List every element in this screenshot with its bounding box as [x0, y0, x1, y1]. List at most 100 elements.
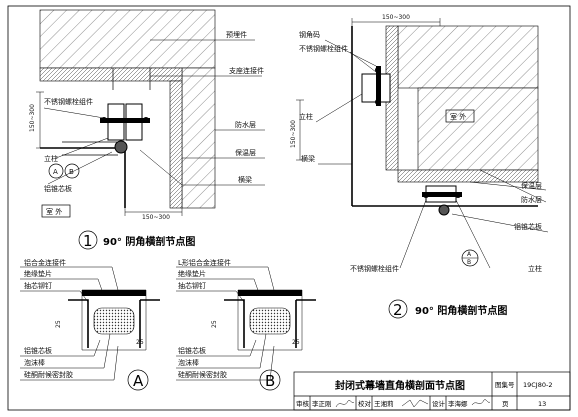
d1-insulation-top	[39, 67, 183, 82]
db-letter: B	[265, 372, 275, 390]
d2-bolt-bottom-2	[455, 192, 461, 198]
d1-bracket	[100, 118, 150, 123]
d2-leader-3	[315, 93, 363, 123]
d2-bracket-top	[376, 66, 381, 106]
d2-callout-a-text: A	[467, 251, 472, 258]
d1-label-embedded-part: 预埋件	[226, 30, 247, 39]
d2-label-insulation: 保温层	[521, 181, 542, 190]
d2-leader-7	[451, 213, 549, 233]
da-leader-3	[20, 290, 89, 303]
db-foam	[249, 307, 291, 335]
tb-design-signature	[471, 399, 491, 406]
d1-joint-detail	[114, 140, 128, 154]
d2-number-circle	[388, 299, 408, 319]
d2-outdoor-box	[445, 109, 475, 123]
d1-dim-vertical: 150~300	[29, 104, 36, 132]
da-label-pad: 绝缘垫片	[24, 269, 52, 278]
d2-label-waterproof: 防水层	[521, 195, 542, 204]
db-leader-4	[176, 339, 257, 357]
d1-label-column: 立柱	[44, 154, 58, 163]
detail-b: L形铝合金连接件 绝缘垫片 抽芯铆钉 25 铝锥芯板 泡沫棒 硅酮耐候密封胶 2…	[176, 258, 316, 391]
d2-leader-1	[324, 39, 377, 67]
d1-wall-top	[39, 9, 216, 69]
tb-check-label: 校对	[358, 399, 372, 408]
da-leader-6	[20, 345, 119, 381]
d1-number-circle	[78, 230, 98, 250]
d1-insulation-right	[169, 80, 183, 209]
d2-label-column-2: 立柱	[528, 264, 542, 273]
d2-dim-vertical: 150~300	[290, 120, 297, 148]
db-leader-2	[176, 278, 261, 297]
d2-label-stainless-bolt-2: 不锈钢螺栓组件	[350, 264, 399, 273]
d1-dim-horizontal: 150~300	[142, 214, 170, 221]
d2-label-steel-angle: 钢角码	[299, 30, 320, 39]
d1-number: 1	[83, 232, 93, 250]
d2-leader-8	[399, 199, 427, 269]
d2-label-outdoor: 室 外	[450, 112, 466, 121]
tb-drawing-title: 封闭式幕墙直角横剖面节点图	[335, 379, 465, 392]
da-panel-left	[68, 299, 89, 348]
da-label-rivet: 抽芯铆钉	[24, 281, 52, 290]
da-panel-right	[139, 299, 160, 348]
db-label-connector: L形铝合金连接件	[178, 258, 231, 267]
db-dim-25b: 25	[292, 339, 300, 346]
d1-label-waterproof: 防水层	[235, 120, 256, 129]
da-dim-25: 25	[55, 320, 62, 328]
d1-callout-a-text: A	[53, 168, 58, 176]
da-dim-25b: 25	[136, 339, 144, 346]
d1-leader-7	[139, 149, 265, 186]
tb-design-name: 李海娜	[448, 399, 468, 408]
d1-label-outdoor: 室 外	[46, 207, 62, 216]
d1-bolt-1	[101, 117, 107, 123]
da-leader-1	[20, 266, 119, 291]
d1-dim-horizontal-line	[124, 208, 183, 216]
sheet-border	[7, 5, 571, 411]
d2-bolt-top-2	[375, 99, 381, 105]
d2-bracket-bottom	[422, 192, 462, 197]
d2-dim-top: 150~300	[382, 14, 410, 21]
da-letter: A	[133, 372, 144, 390]
title-block-frame	[293, 371, 571, 411]
da-leader-2	[20, 278, 105, 297]
d2-label-column: 立柱	[299, 112, 313, 121]
d2-label-aluminum: 铝锥芯板	[514, 222, 542, 231]
da-foam	[93, 307, 135, 335]
tb-review-signature	[335, 400, 355, 408]
da-leader-5	[20, 333, 111, 369]
d1-leader-3	[43, 107, 105, 119]
d1-label-aluminum: 铝锥芯板	[44, 184, 72, 193]
d2-leader-5	[469, 181, 547, 191]
da-letter-circle	[127, 369, 149, 391]
d1-leader-8	[47, 151, 113, 185]
db-letter-circle	[259, 369, 281, 391]
d1-label-support-connector: 支座连接件	[229, 66, 264, 75]
tb-page-label: 页	[502, 400, 509, 408]
d1-leader-4	[55, 137, 109, 159]
d2-number: 2	[393, 301, 403, 319]
d2-bolt-top-1	[375, 67, 381, 73]
db-label-foam: 泡沫棒	[178, 358, 199, 367]
db-panel-right	[295, 299, 316, 348]
d2-title: 90° 阳角横剖节点图	[415, 304, 507, 317]
d1-callout-b	[64, 163, 80, 179]
db-connector	[238, 290, 302, 296]
db-dim-25: 25	[211, 320, 218, 328]
d2-dim-vertical-line	[296, 99, 304, 161]
d2-wall-right	[417, 87, 539, 171]
d1-wall-right	[181, 67, 216, 209]
tb-atlas-no: 19CJ80-2	[523, 381, 552, 389]
db-label-rivet: 抽芯铆钉	[178, 281, 206, 290]
db-leader-5	[176, 333, 267, 369]
db-label-pad: 绝缘垫片	[178, 269, 206, 278]
d1-label-insulation: 保温层	[235, 148, 256, 157]
db-leader-1	[176, 266, 275, 291]
d1-beam	[62, 141, 118, 156]
da-leader-4	[20, 339, 101, 357]
tb-check-name: 王湘莉	[374, 399, 394, 408]
db-label-sealant: 硅酮耐候密封胶	[178, 370, 227, 379]
da-label-aluminum: 铝锥芯板	[24, 346, 52, 355]
d2-dim-top-line	[351, 18, 441, 26]
title-block: 封闭式幕墙直角横剖面节点图 图集号 19CJ80-2 审核 李正刚 校对 王湘莉…	[293, 371, 571, 411]
d1-title: 90° 阴角横剖节点图	[103, 235, 195, 248]
d1-dim-vertical-line	[36, 91, 44, 149]
